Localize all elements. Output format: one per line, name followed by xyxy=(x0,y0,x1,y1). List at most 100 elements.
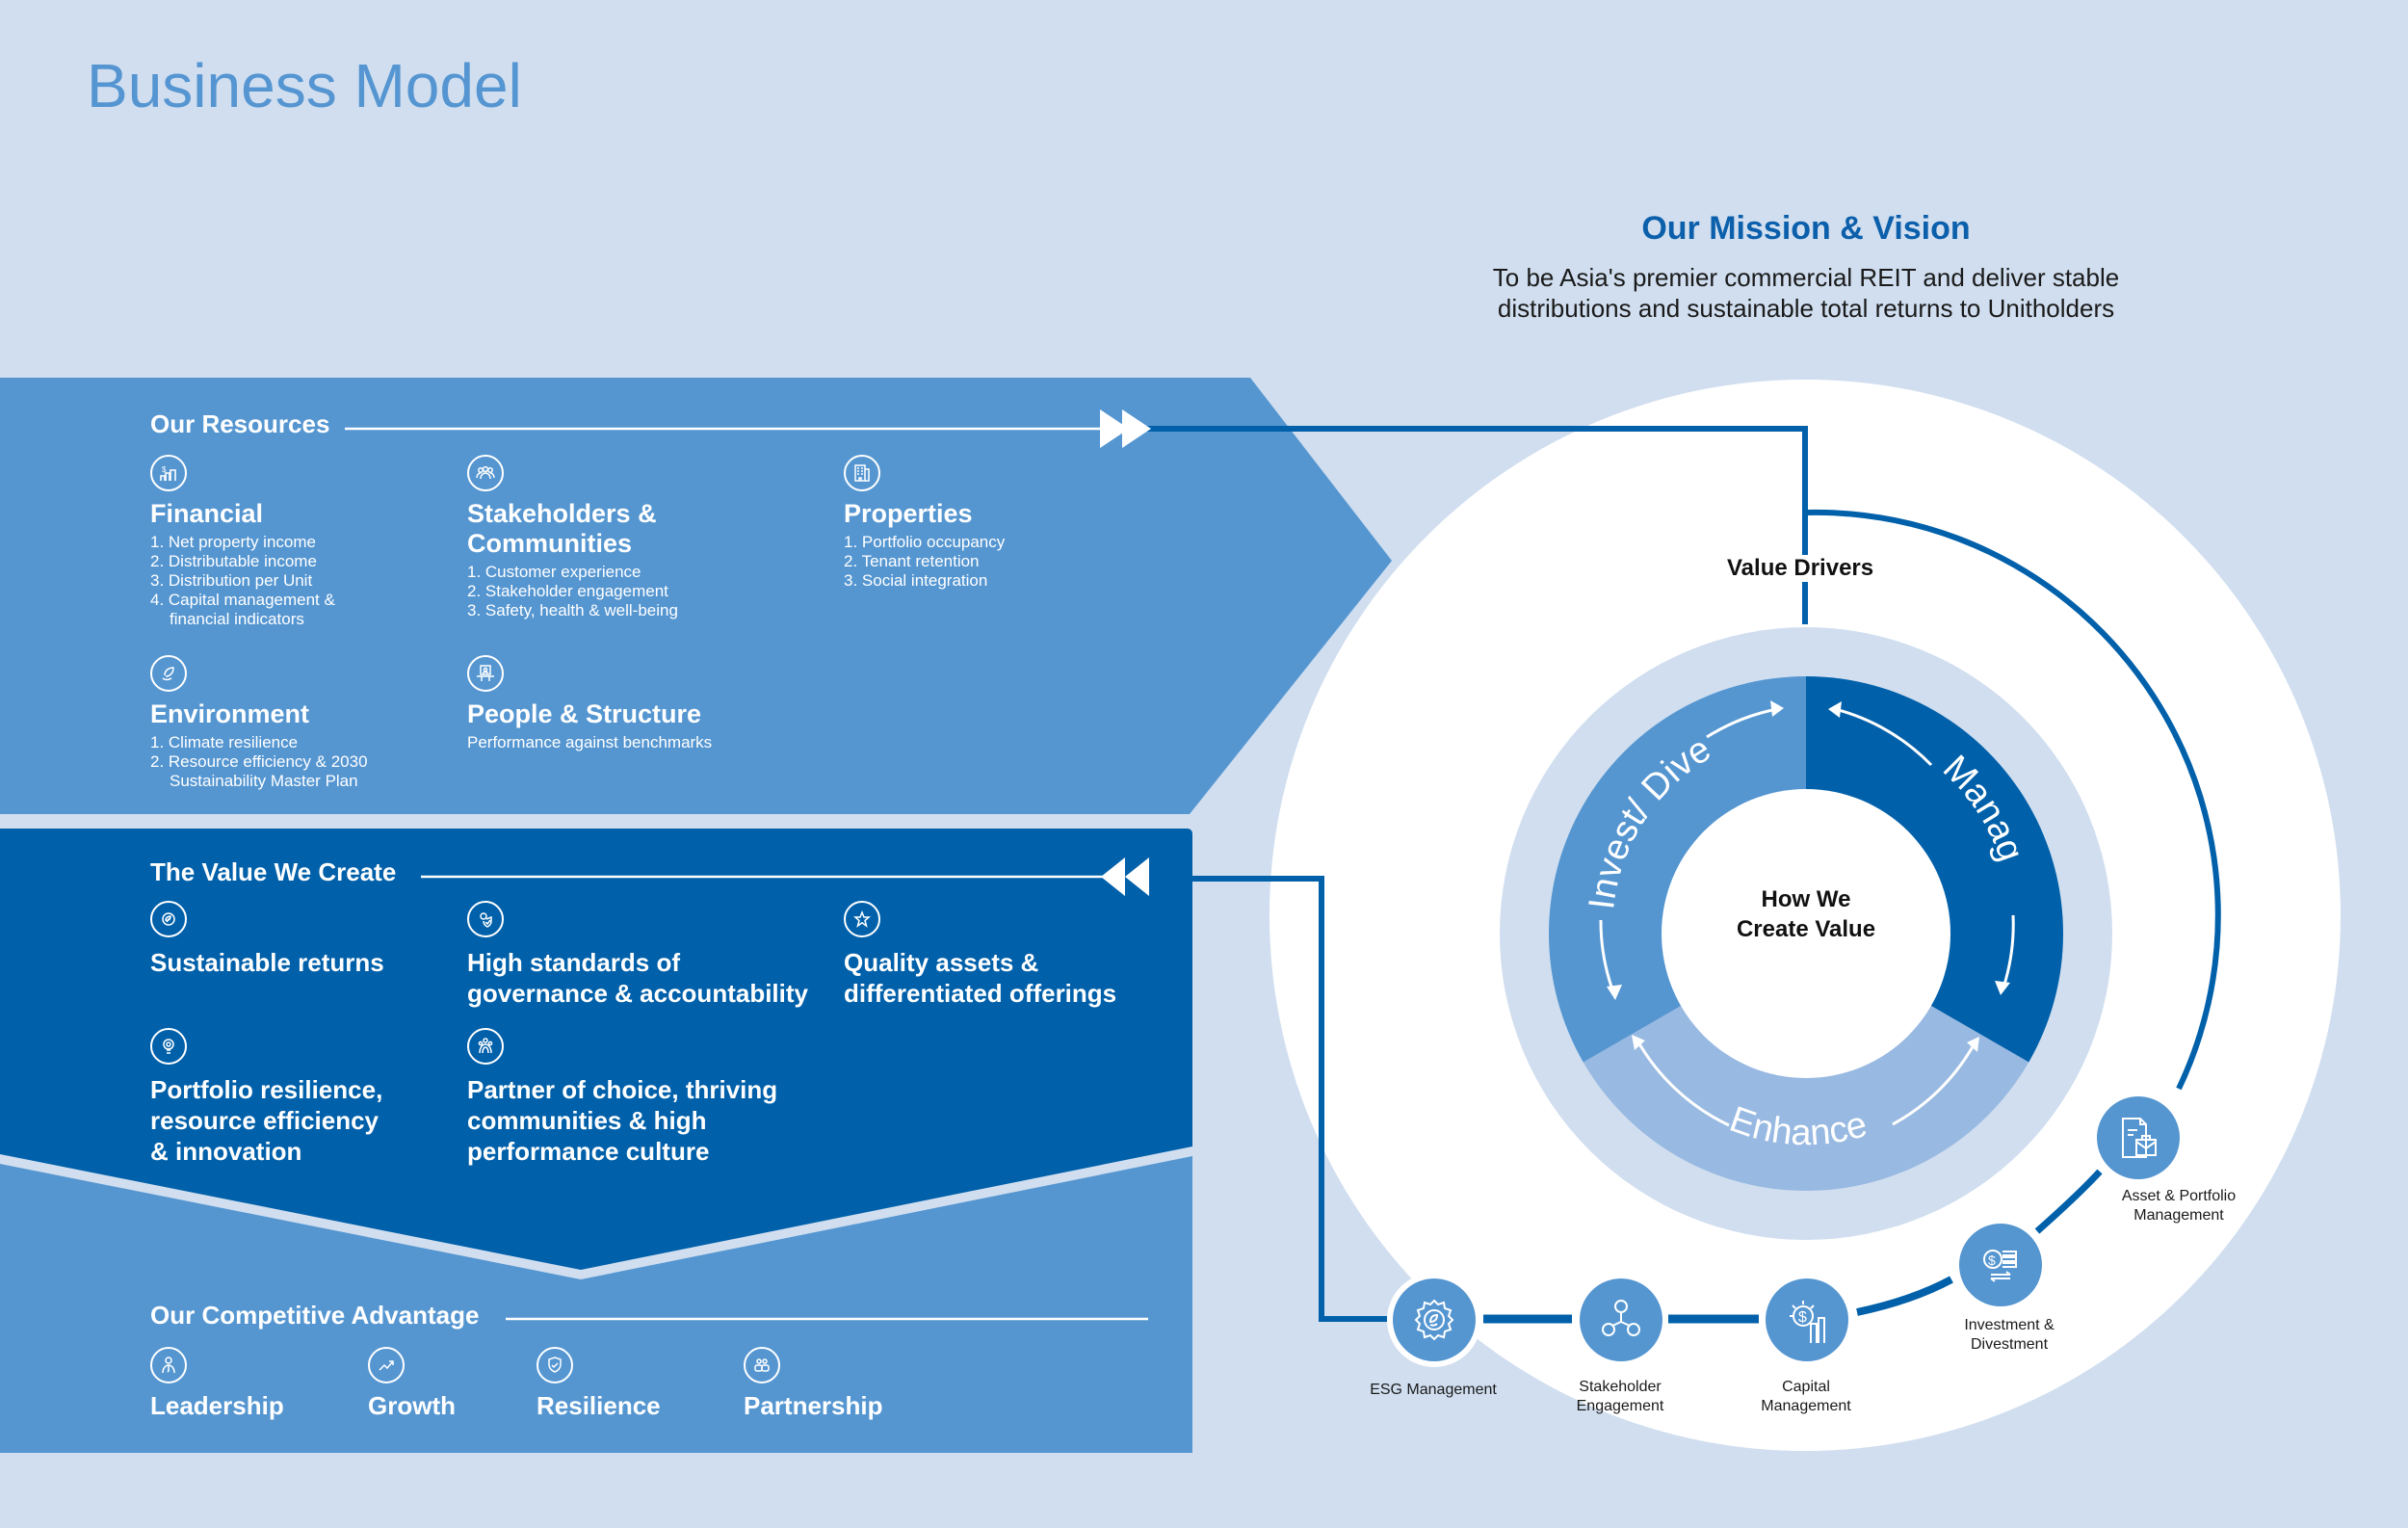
value-title-line: Partner of choice, thriving xyxy=(467,1075,778,1104)
partnership-people-icon xyxy=(744,1347,780,1383)
value-title-line: performance culture xyxy=(467,1137,710,1166)
resource-text: Performance against benchmarks xyxy=(467,733,713,751)
arrowhead xyxy=(1632,1035,1645,1050)
resources-heading: Our Resources xyxy=(150,409,330,438)
resource-list-item: 2. Stakeholder engagement xyxy=(467,582,668,600)
value-title-line: differentiated offerings xyxy=(844,979,1117,1008)
resource-list-item: 3. Safety, health & well-being xyxy=(467,601,678,619)
resource-list: 1. Customer experience 2. Stakeholder en… xyxy=(467,563,678,620)
value-title-line: governance & accountability xyxy=(467,979,808,1008)
resource-list-item: 1. Portfolio occupancy xyxy=(844,533,1006,551)
node-label-line: Asset & Portfolio xyxy=(2121,1188,2237,1204)
chain-line xyxy=(2034,1169,2103,1234)
resource-list-item: 3. Social integration xyxy=(844,571,988,590)
advantage-item: Growth xyxy=(368,1347,456,1421)
leaf-hand-icon xyxy=(150,655,187,692)
stakeholders-group-icon xyxy=(467,455,504,491)
people-presentation-icon xyxy=(467,655,504,692)
arrowhead xyxy=(1607,985,1622,1000)
donut-center-line: Create Value xyxy=(1736,916,1876,942)
donut-center-label: How We Create Value xyxy=(1681,884,1931,944)
resource-list-item: 2. Tenant retention xyxy=(844,552,980,570)
node-investment-divestment[interactable]: $ xyxy=(1953,1218,2048,1312)
resources-panel xyxy=(0,378,1392,814)
value-driver-arc xyxy=(1804,509,2221,1091)
value-panel xyxy=(0,829,1192,1270)
value-title-line: High standards of xyxy=(467,948,681,977)
resource-list-item: 1. Net property income xyxy=(150,533,316,551)
resource-title-line: Stakeholders & xyxy=(467,499,657,528)
arrow-manage-top xyxy=(1834,707,1933,767)
esg-gear-leaf-icon xyxy=(1414,1299,1454,1341)
value-title-line: Portfolio resilience, xyxy=(150,1075,383,1104)
resource-financial: $ Financial 1. Net property income 2. Di… xyxy=(150,455,372,629)
node-label-line: Management xyxy=(2133,1207,2224,1224)
capital-gear-dollar-icon: $ xyxy=(1790,1301,1825,1343)
advantage-item: Resilience xyxy=(537,1347,661,1421)
advantage-label: Leadership xyxy=(150,1391,284,1420)
node-asset-portfolio-management[interactable] xyxy=(2091,1091,2186,1185)
asset-document-briefcase-icon xyxy=(2122,1118,2157,1158)
advantage-heading: Our Competitive Advantage xyxy=(150,1301,480,1330)
resource-list: 1. Climate resilience 2. Resource effici… xyxy=(150,733,410,791)
node-label: Investment & Divestment xyxy=(1923,1316,2096,1355)
resource-list: 1. Net property income 2. Distributable … xyxy=(150,533,372,629)
value-title-line: Quality assets & xyxy=(844,948,1039,977)
resource-list-item: 2. Resource efficiency & 2030 Sustainabi… xyxy=(150,752,368,790)
value-heading: The Value We Create xyxy=(150,857,397,886)
node-label-line: Management xyxy=(1761,1398,1851,1414)
forward-arrow-icon xyxy=(1100,409,1129,448)
node-label-line: Stakeholder xyxy=(1579,1379,1662,1395)
advantage-item: Partnership xyxy=(744,1347,883,1421)
resource-environment: Environment 1. Climate resilience 2. Res… xyxy=(150,655,410,791)
node-label: Stakeholder Engagement xyxy=(1533,1378,1707,1416)
resource-list-item: 1. Customer experience xyxy=(467,563,641,581)
governance-shield-gear-icon xyxy=(467,901,504,937)
arrowhead xyxy=(1828,701,1842,718)
resource-stakeholders: Stakeholders & Communities 1. Customer e… xyxy=(467,455,678,620)
mission-text-line: distributions and sustainable total retu… xyxy=(1497,294,2115,323)
resource-list: 1. Portfolio occupancy 2. Tenant retenti… xyxy=(844,533,1005,591)
node-capital-management[interactable]: $ xyxy=(1760,1273,1854,1367)
node-esg-management[interactable] xyxy=(1387,1273,1481,1367)
stakeholder-network-icon xyxy=(1602,1300,1640,1336)
node-label-line: Divestment xyxy=(1970,1336,2049,1353)
resource-list-item: 1. Climate resilience xyxy=(150,733,299,751)
value-item: Portfolio resilience, resource efficienc… xyxy=(150,1028,382,1167)
arrowhead xyxy=(1770,700,1784,717)
resource-list-item: 2. Distributable income xyxy=(150,552,317,570)
back-arrow-icon xyxy=(1101,857,1125,896)
value-title: Partner of choice, thriving communities … xyxy=(467,1074,777,1167)
advantage-panel xyxy=(0,1156,1192,1453)
advantage-label: Resilience xyxy=(537,1391,661,1420)
shield-check-icon xyxy=(537,1347,573,1383)
forward-arrow-icon xyxy=(1122,409,1151,448)
node-label-line: Investment & xyxy=(1964,1317,2055,1333)
node-label: ESG Management xyxy=(1370,1382,1497,1398)
node-stakeholder-engagement[interactable] xyxy=(1574,1273,1668,1367)
advantage-label: Partnership xyxy=(744,1391,883,1420)
node-label-line: Engagement xyxy=(1576,1398,1664,1414)
value-item: Quality assets & differentiated offering… xyxy=(844,901,1116,1009)
financial-chart-dollar-icon: $ xyxy=(150,455,187,491)
resource-list-item: 3. Distribution per Unit xyxy=(150,571,313,590)
node-label: Asset & Portfolio Management xyxy=(2092,1187,2265,1225)
value-title-line: resource efficiency xyxy=(150,1106,380,1135)
value-title: High standards of governance & accountab… xyxy=(467,947,808,1009)
value-item: High standards of governance & accountab… xyxy=(467,901,808,1009)
svg-text:$: $ xyxy=(1798,1309,1807,1326)
value-drivers-label: Value Drivers xyxy=(1721,555,1880,582)
leader-person-icon xyxy=(150,1347,187,1383)
resource-list-item: 4. Capital management & financial indica… xyxy=(150,591,335,628)
leaf-returns-icon xyxy=(150,901,187,937)
mission-title: Our Mission & Vision xyxy=(1641,210,1971,247)
building-icon xyxy=(844,455,880,491)
value-title-line: communities & high xyxy=(467,1106,707,1135)
node-label: Capital Management xyxy=(1719,1378,1893,1416)
resource-people-structure: People & Structure Performance against b… xyxy=(467,655,712,752)
resource-title: Properties xyxy=(844,499,973,528)
mission-text-line: To be Asia's premier commercial REIT and… xyxy=(1492,263,2120,292)
resource-title: Environment xyxy=(150,699,310,728)
star-icon xyxy=(844,901,880,937)
value-item: Sustainable returns xyxy=(150,901,384,978)
